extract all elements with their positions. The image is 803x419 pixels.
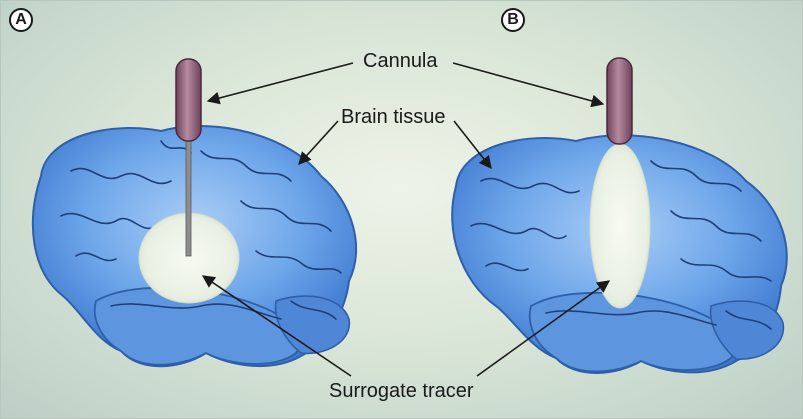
arrow-cannula-a bbox=[208, 63, 353, 101]
brain-b bbox=[452, 58, 787, 373]
arrow-cannula-b bbox=[453, 63, 603, 104]
tracer-b bbox=[590, 144, 650, 308]
arrow-brain-tissue-a bbox=[299, 121, 338, 164]
cannula-a bbox=[176, 59, 201, 141]
cannula-label: Cannula bbox=[363, 51, 438, 71]
panel-b-badge: B bbox=[501, 8, 525, 32]
brain-tissue-label: Brain tissue bbox=[341, 107, 446, 127]
cannula-b bbox=[607, 58, 632, 144]
surrogate-tracer-label: Surrogate tracer bbox=[329, 381, 474, 401]
panel-a-badge: A bbox=[9, 8, 33, 32]
brain-a bbox=[33, 59, 356, 366]
needle-a bbox=[186, 134, 191, 256]
